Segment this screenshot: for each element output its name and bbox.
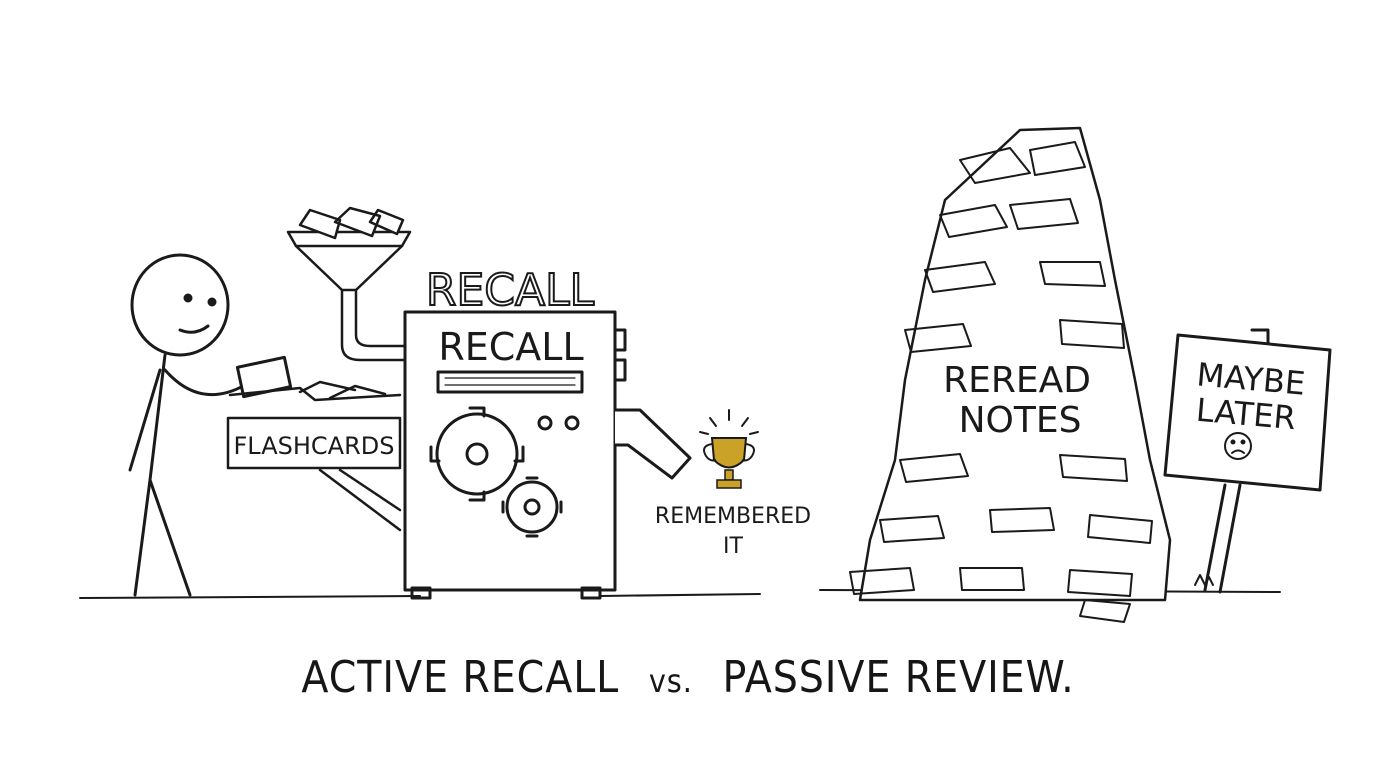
result-label-line2: IT: [723, 534, 743, 559]
large-gear: [429, 406, 525, 502]
recall-machine: RECALL RECALL: [403, 264, 692, 600]
sign-label-line2: LATER: [1195, 391, 1298, 438]
hopper: [286, 206, 412, 362]
trophy-icon: [699, 409, 759, 489]
caption: ACTIVE RECALL vs. PASSIVE REVIEW.: [69, 652, 1307, 703]
stick-figure: [128, 253, 293, 597]
small-gear: [501, 476, 563, 538]
caption-right: PASSIVE REVIEW.: [722, 652, 1075, 703]
notes-pile: REREAD NOTES: [849, 126, 1172, 623]
pile-label-line1: REREAD: [943, 360, 1091, 401]
maybe-later-sign: MAYBE LATER: [1163, 328, 1332, 594]
sign-label-line1: MAYBE: [1195, 355, 1307, 402]
caption-left: ACTIVE RECALL: [301, 652, 620, 703]
sad-face-icon: [1224, 432, 1252, 460]
flashcard-box: FLASHCARDS: [226, 380, 402, 532]
result-label-line1: REMEMBERED: [655, 504, 811, 529]
machine-panel-label: RECALL: [438, 325, 583, 369]
output-chute: [613, 408, 692, 480]
machine-top-label: RECALL: [426, 265, 595, 316]
caption-vs: vs.: [648, 662, 693, 700]
flashcards-label: FLASHCARDS: [234, 432, 395, 460]
pile-label-line2: NOTES: [959, 400, 1082, 441]
